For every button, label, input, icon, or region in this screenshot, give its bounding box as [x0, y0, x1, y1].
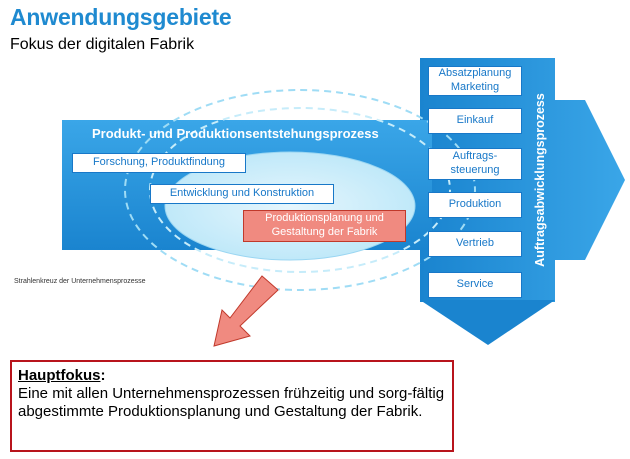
box-entwicklung: Entwicklung und Konstruktion	[150, 184, 334, 204]
box-einkauf: Einkauf	[428, 108, 522, 134]
diagram-caption: Strahlenkreuz der Unternehmensprozesse	[14, 278, 146, 285]
focus-heading: Hauptfokus	[18, 367, 101, 384]
box-produktionsplanung: Produktionsplanung und Gestaltung der Fa…	[243, 210, 406, 242]
box-service: Service	[428, 272, 522, 298]
band-label: Produkt- und Produktionsentstehungsproze…	[92, 126, 379, 141]
vertical-label-text: Auftragsabwicklungsprozess	[533, 93, 547, 267]
box-vertrieb: Vertrieb	[428, 231, 522, 257]
vertical-arrow-bottom	[420, 300, 555, 345]
dashed-ring-outer	[124, 89, 476, 291]
box-absatzplanung: Absatzplanung Marketing	[428, 66, 522, 96]
box-forschung: Forschung, Produktfindung	[72, 153, 246, 173]
page-subtitle: Fokus der digitalen Fabrik	[10, 36, 195, 53]
box-produktion: Produktion	[428, 192, 522, 218]
page-title: Anwendungsgebiete	[10, 4, 232, 30]
box-auftragssteuerung: Auftrags-steuerung	[428, 148, 522, 180]
focus-arrow	[213, 275, 279, 347]
focus-text: Eine mit allen Unternehmensprozessen frü…	[18, 385, 445, 420]
main-focus-box: Hauptfokus: Eine mit allen Unternehmensp…	[10, 360, 454, 452]
